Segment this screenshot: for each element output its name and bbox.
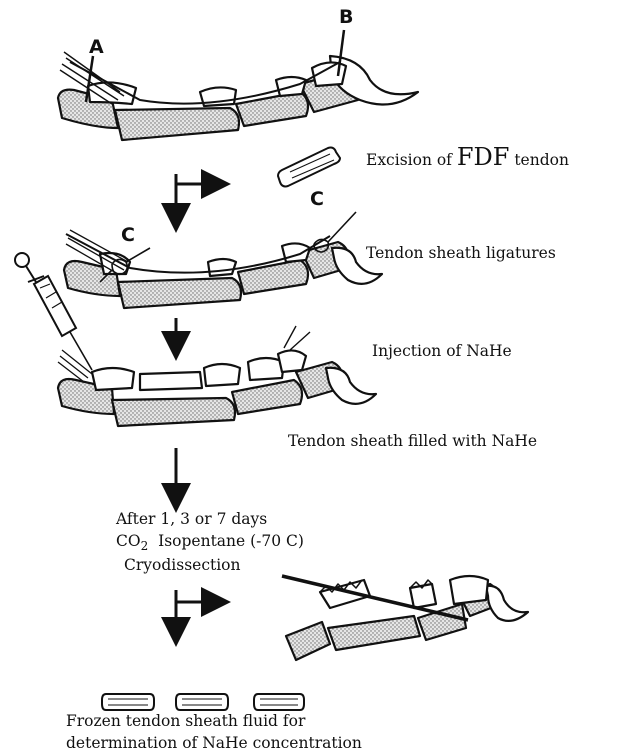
excised-tendon [278,148,340,187]
caption-frozen-line2: determination of NaHe concentration [66,736,362,752]
caption-ligatures: Tendon sheath ligatures [366,246,556,262]
label-b: B [339,8,353,27]
label-a: A [89,38,104,57]
caption-filled: Tendon sheath filled with NaHe [288,434,537,450]
frozen-piece-1 [102,694,154,710]
bone-middle-1 [115,108,239,140]
finger-cryodissection [282,576,528,660]
frozen-piece-3 [254,694,304,710]
frozen-fluid-pieces [102,694,304,710]
caption-injection: Injection of NaHe [372,344,512,360]
branch-arrow-2 [176,590,216,632]
finger-intact [58,52,418,140]
finger-ligatures [64,230,382,308]
caption-freeze: CO2 Isopentane (-70 C) [116,534,304,552]
fdf-emphasis: FDF [457,143,510,171]
finger-injection [58,326,376,426]
frozen-piece-2 [176,694,228,710]
caption-after-days: After 1, 3 or 7 days [116,512,267,528]
caption-cryodissection: Cryodissection [124,558,241,574]
label-c-right: C [310,190,324,209]
caption-frozen-line1: Frozen tendon sheath fluid for [66,714,305,730]
label-c-left: C [121,226,135,245]
branch-arrow-1 [176,174,216,218]
caption-excision: Excision of FDF tendon [366,145,569,169]
